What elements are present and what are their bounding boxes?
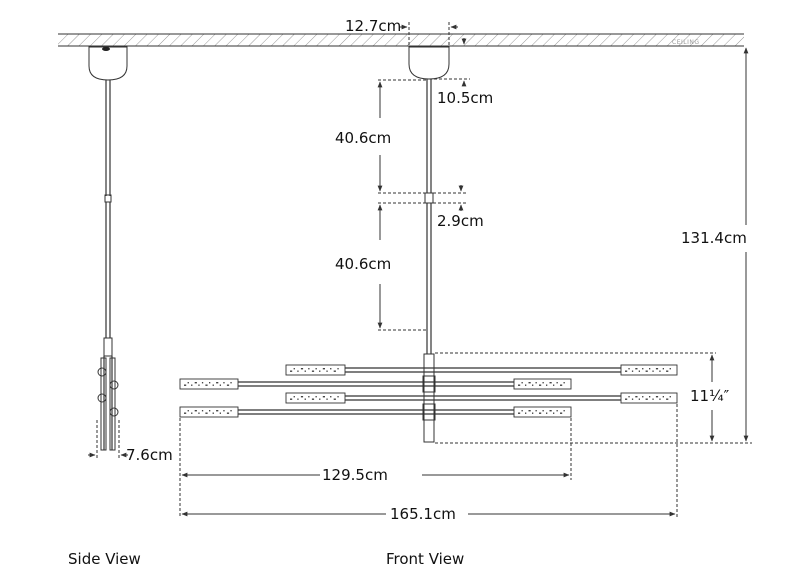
side-depth-dimension: 7.6cm <box>88 420 173 464</box>
led-dots <box>184 368 671 414</box>
canopy-height-dimension: 10.5cm <box>429 38 493 107</box>
fixture-height-label: 11¼″ <box>690 387 730 405</box>
long-bar-width-label: 165.1cm <box>390 505 456 523</box>
short-bar-width-dimension: 129.5cm <box>179 418 572 518</box>
side-canopy <box>88 46 128 81</box>
front-view-label: Front View <box>386 550 464 568</box>
side-view-label: Side View <box>68 550 141 568</box>
overall-height-dimension: 131.4cm <box>435 47 752 444</box>
front-view-fixture <box>179 46 678 443</box>
light-bar-3 <box>285 392 678 404</box>
lower-rod-dimension: 40.6cm <box>335 204 427 331</box>
ceiling: CEILING <box>58 33 744 47</box>
lower-rod-label: 40.6cm <box>335 255 391 273</box>
coupler-dimension: 2.9cm <box>378 185 484 230</box>
ceiling-label: CEILING <box>672 39 700 46</box>
upper-rod-label: 40.6cm <box>335 129 391 147</box>
coupler-label: 2.9cm <box>437 212 484 230</box>
short-bar-width-label: 129.5cm <box>322 466 388 484</box>
canopy-diameter-dimension: 12.7cm <box>345 17 458 46</box>
side-view-fixture <box>88 46 128 451</box>
upper-rod-dimension: 40.6cm <box>335 79 427 194</box>
canopy-height-label: 10.5cm <box>437 89 493 107</box>
light-bar-2 <box>179 378 572 390</box>
canopy-diameter-label: 12.7cm <box>345 17 401 35</box>
side-depth-label: 7.6cm <box>126 446 173 464</box>
front-canopy <box>408 46 450 80</box>
long-bar-width-dimension: 165.1cm <box>181 404 678 523</box>
light-bar-1 <box>285 364 678 376</box>
fixture-height-dimension: 11¼″ <box>435 352 730 442</box>
light-bar-4 <box>179 406 572 418</box>
overall-height-label: 131.4cm <box>681 229 747 247</box>
